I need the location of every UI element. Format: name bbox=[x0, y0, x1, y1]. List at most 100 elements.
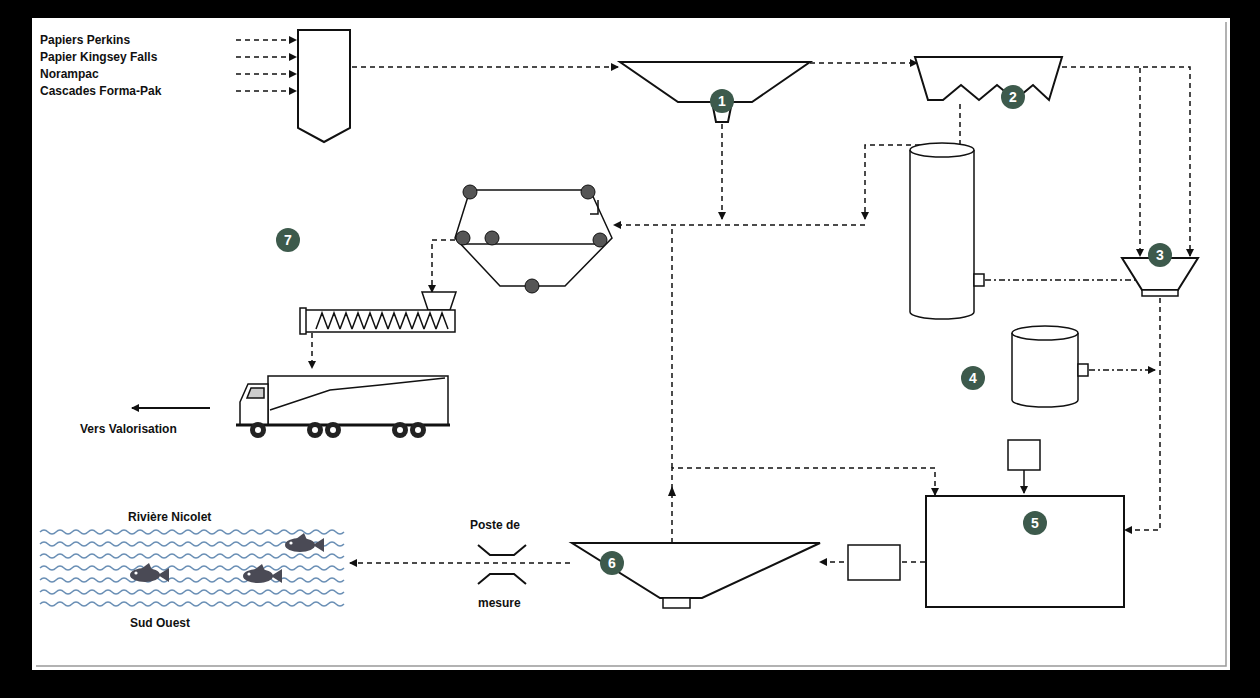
drawing-path bbox=[36, 22, 1226, 666]
text-label: Norampac bbox=[40, 67, 99, 81]
drawing-rect bbox=[663, 598, 690, 608]
callout-number: 4 bbox=[961, 366, 985, 390]
drawing-rect bbox=[1142, 290, 1178, 296]
drawing-circle bbox=[307, 422, 323, 438]
clarifier-tank: 1 bbox=[620, 60, 810, 132]
flow-connector bbox=[810, 62, 917, 64]
drawing-g bbox=[236, 376, 450, 425]
drawing-ellipse bbox=[910, 143, 974, 157]
drawing-path bbox=[132, 407, 210, 409]
drawing-path bbox=[915, 57, 1062, 100]
drawing-path bbox=[270, 378, 445, 410]
drawing-path bbox=[462, 243, 604, 245]
drawing-path bbox=[236, 56, 296, 58]
drawing-rect bbox=[1008, 440, 1040, 470]
drawing-path bbox=[40, 530, 344, 606]
drawing-path bbox=[432, 240, 455, 292]
drawing-circle bbox=[392, 422, 408, 438]
drawing-path bbox=[298, 30, 350, 142]
secondary-clarifier: 6 bbox=[572, 540, 820, 612]
drawing-path bbox=[311, 333, 313, 368]
callout-number: 6 bbox=[600, 551, 624, 575]
text-label: Papiers Perkins bbox=[40, 33, 130, 47]
drawing-use bbox=[243, 564, 282, 583]
drawing-path bbox=[910, 150, 974, 319]
drawing-rect bbox=[305, 310, 455, 332]
drawing-g bbox=[478, 545, 526, 584]
drawing-use bbox=[130, 563, 169, 582]
drawing-path bbox=[620, 62, 810, 122]
drawing-circle bbox=[255, 427, 261, 433]
callout-number: 2 bbox=[1001, 85, 1025, 109]
drawing-path bbox=[240, 384, 268, 425]
drawing-path bbox=[1012, 333, 1078, 407]
drawing-circle bbox=[330, 427, 336, 433]
drawing-rect bbox=[1078, 364, 1088, 376]
drawing-circle bbox=[581, 185, 595, 199]
drawing-circle bbox=[415, 427, 421, 433]
drawing-g bbox=[910, 143, 1088, 407]
drawing-g bbox=[236, 40, 1140, 563]
callout-number: 7 bbox=[276, 228, 300, 252]
drawing-path bbox=[236, 39, 296, 41]
text-label: Papier Kingsey Falls bbox=[40, 50, 157, 64]
drawing-path bbox=[268, 376, 448, 425]
selector-tank: 2 bbox=[915, 55, 1062, 107]
drawing-g bbox=[300, 292, 456, 334]
drawing-path bbox=[478, 574, 526, 584]
drawing-rect bbox=[32, 18, 1230, 670]
drawing-path bbox=[721, 124, 723, 219]
drawing-path bbox=[316, 313, 448, 329]
drawing-path bbox=[590, 200, 598, 214]
text-label: Poste de bbox=[470, 518, 520, 532]
text-label: Vers Valorisation bbox=[80, 422, 177, 436]
drawing-g bbox=[250, 422, 426, 438]
drawing-ellipse bbox=[1012, 326, 1078, 340]
drawing-circle bbox=[593, 233, 607, 247]
drawing-path bbox=[352, 66, 618, 68]
drawing-circle bbox=[463, 185, 477, 199]
drawing-path bbox=[236, 73, 296, 75]
drawing-rect bbox=[300, 308, 306, 334]
drawing-rect bbox=[974, 274, 984, 286]
drawing-g bbox=[255, 427, 421, 433]
flow-connector bbox=[1125, 298, 1160, 530]
drawing-path bbox=[572, 543, 820, 598]
drawing-circle bbox=[397, 427, 403, 433]
drawing-path bbox=[985, 279, 1155, 281]
drawing-path bbox=[1089, 369, 1155, 371]
drawing-circle bbox=[525, 279, 539, 293]
drawing-circle bbox=[250, 422, 266, 438]
drawing-rect bbox=[926, 496, 1124, 607]
text-label: Sud Ouest bbox=[130, 616, 190, 630]
drawing-path bbox=[478, 545, 526, 555]
drawing-path bbox=[1023, 470, 1025, 493]
drawing-g bbox=[456, 185, 607, 293]
text-label: Rivière Nicolet bbox=[128, 510, 211, 524]
drawing-path bbox=[1139, 68, 1141, 256]
callout-number: 3 bbox=[1148, 243, 1172, 267]
drawing-circle bbox=[312, 427, 318, 433]
aeration-basin: 5 bbox=[925, 495, 1125, 608]
callout-number: 1 bbox=[710, 89, 734, 113]
tank-outline bbox=[925, 495, 1125, 608]
drawing-circle bbox=[410, 422, 426, 438]
flow-connector bbox=[1062, 67, 1190, 256]
drawing-circle bbox=[325, 422, 341, 438]
drawing-path bbox=[236, 90, 296, 92]
drawing-path bbox=[671, 226, 673, 468]
drawing-path bbox=[422, 292, 456, 310]
drawing-circle bbox=[456, 231, 470, 245]
text-label: mesure bbox=[478, 596, 521, 610]
drawing-path bbox=[247, 388, 264, 398]
drawing-g bbox=[985, 280, 1155, 370]
drawing-path bbox=[614, 224, 865, 226]
drawing-rect bbox=[848, 545, 900, 580]
flow-connector bbox=[672, 468, 935, 543]
drawing-path bbox=[455, 190, 612, 286]
callout-number: 5 bbox=[1023, 511, 1047, 535]
drawing-g bbox=[455, 190, 612, 286]
mixing-tank: 3 bbox=[1120, 243, 1200, 298]
